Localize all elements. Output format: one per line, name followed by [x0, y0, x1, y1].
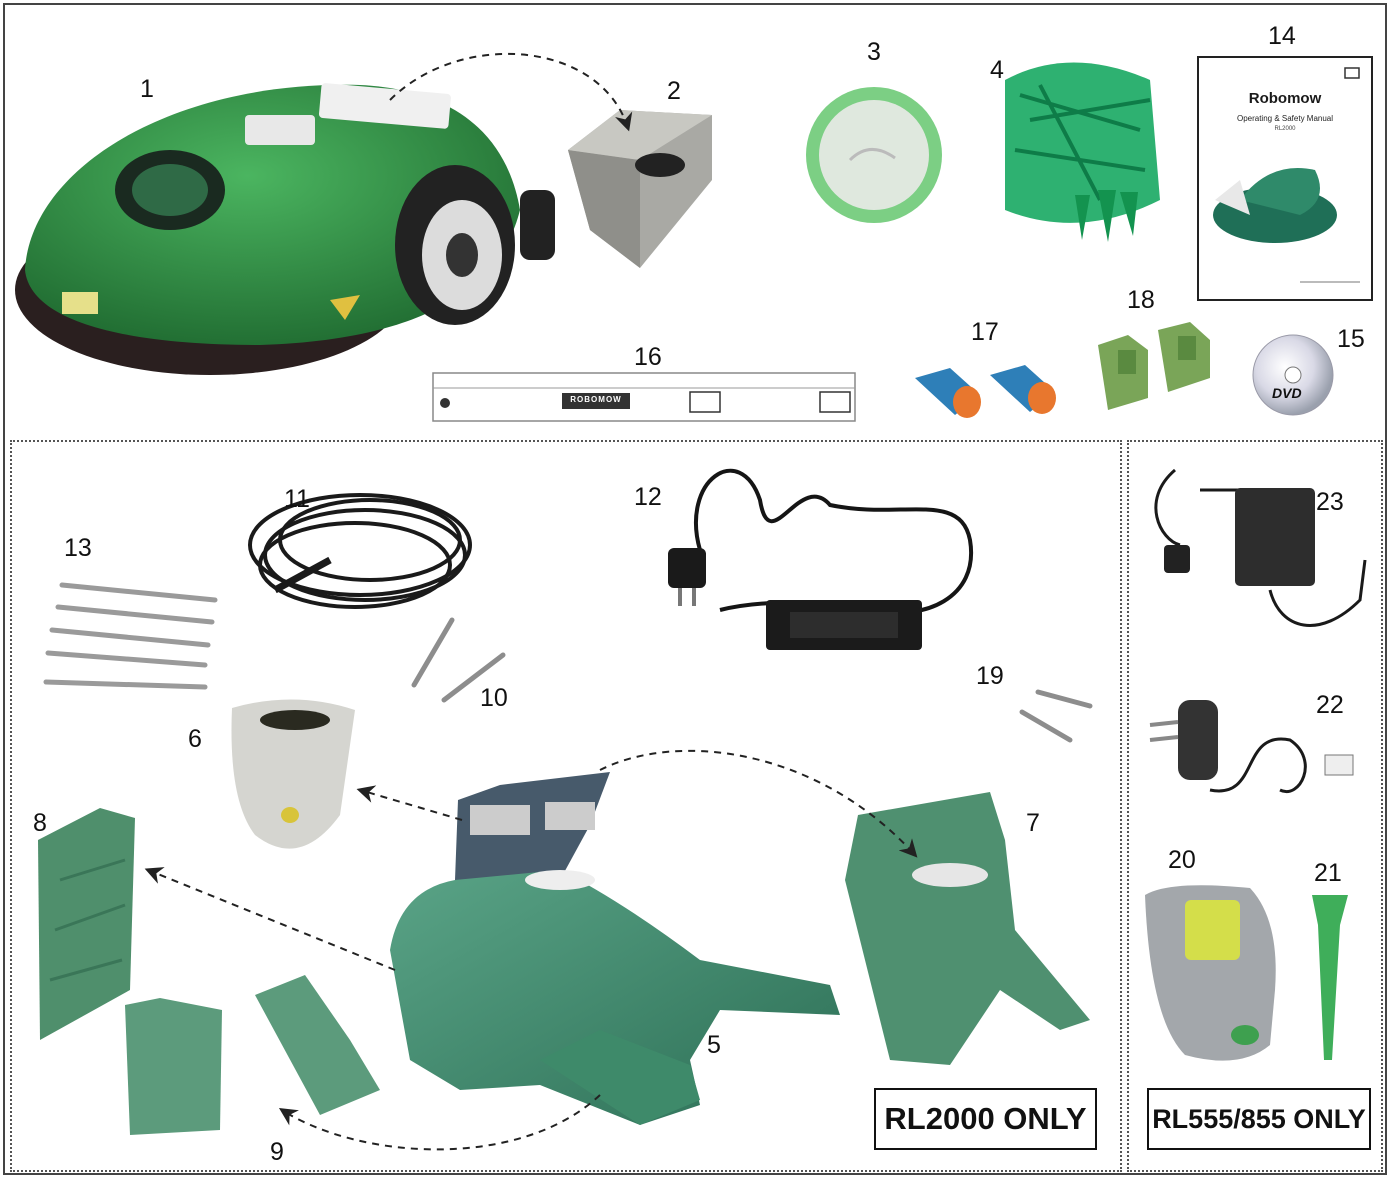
part-number-12: 12	[634, 485, 662, 510]
switch-stake-image	[1312, 895, 1348, 1060]
pegs-bag-image	[1005, 63, 1160, 243]
part-number-15: 15	[1337, 327, 1365, 352]
extension-cable-image	[250, 495, 470, 607]
battery-image	[568, 110, 712, 268]
part-number-5: 5	[707, 1033, 721, 1058]
part-number-20: 20	[1168, 848, 1196, 873]
part-number-17: 17	[971, 320, 999, 345]
mount-screws-image	[1022, 692, 1090, 740]
front-cover-image	[231, 699, 355, 848]
part-number-4: 4	[990, 58, 1004, 83]
part-number-1: 1	[140, 77, 154, 102]
rear-cover-image	[845, 792, 1090, 1065]
manual-model: RL2000	[1210, 126, 1360, 132]
part-number-8: 8	[33, 811, 47, 836]
part-number-13: 13	[64, 536, 92, 561]
front-cover-arrow	[360, 790, 462, 820]
part-number-11: 11	[284, 487, 310, 512]
ruler-brand: ROBOMOW	[564, 395, 628, 404]
part-number-9: 9	[270, 1140, 284, 1165]
dvd-image	[1253, 335, 1333, 415]
mower-image	[15, 83, 555, 375]
base-station-image	[390, 772, 840, 1125]
part-number-22: 22	[1316, 693, 1344, 718]
rl2000-only-label: RL2000 ONLY	[874, 1088, 1097, 1150]
plug-connectors-image	[1098, 322, 1210, 410]
part-number-23: 23	[1316, 490, 1344, 515]
dvd-label: DVD	[1272, 385, 1302, 401]
side-cover-image	[38, 808, 135, 1040]
long-screws-image	[46, 585, 215, 687]
side-cover-arrow	[148, 870, 395, 970]
part-number-3: 3	[867, 40, 881, 65]
wire-connectors-image	[915, 365, 1056, 418]
part-number-18: 18	[1127, 288, 1155, 313]
part-number-16: 16	[634, 345, 662, 370]
base-feet-image	[125, 975, 380, 1135]
part-number-14: 14	[1268, 24, 1296, 49]
rl555-855-only-label: RL555/855 ONLY	[1147, 1088, 1371, 1150]
ruler-image	[433, 373, 855, 421]
part-number-21: 21	[1314, 861, 1342, 886]
part-number-2: 2	[667, 79, 681, 104]
power-supply-image	[668, 471, 971, 650]
manual-title: Operating & Safety Manual	[1210, 114, 1360, 123]
part-number-10: 10	[480, 686, 508, 711]
wire-spool-image	[806, 87, 942, 223]
part-number-6: 6	[188, 727, 202, 752]
perimeter-switch-image	[1145, 885, 1276, 1060]
part-number-19: 19	[976, 664, 1004, 689]
manual-brand: Robomow	[1210, 90, 1360, 107]
part-number-7: 7	[1026, 811, 1040, 836]
